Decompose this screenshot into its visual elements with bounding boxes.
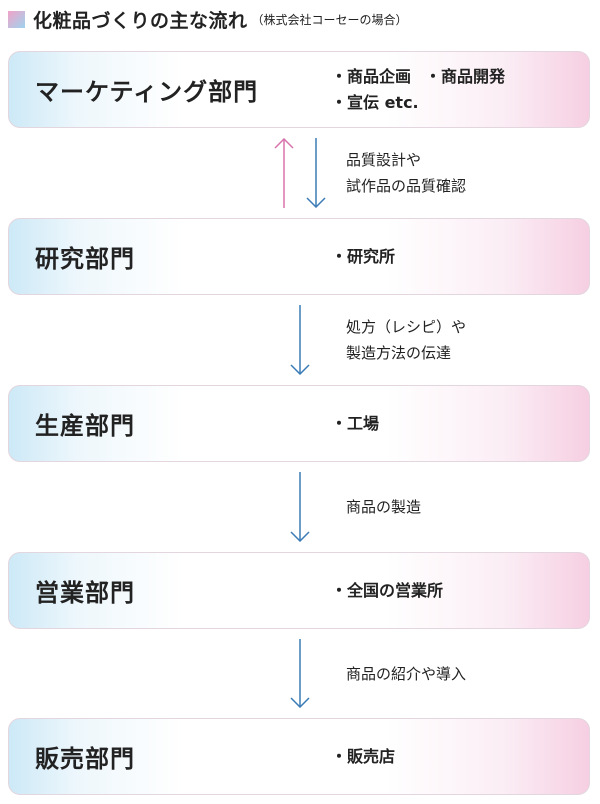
department-items: ・研究所 bbox=[331, 219, 409, 294]
department-box: 研究部門 ・研究所 bbox=[8, 218, 590, 295]
department-name: 研究部門 bbox=[35, 245, 135, 273]
down-arrow-icon bbox=[290, 472, 310, 542]
department-item: ・全国の営業所 bbox=[331, 580, 444, 600]
up-arrow-icon bbox=[274, 138, 294, 208]
down-arrow-icon bbox=[306, 138, 326, 208]
department-items: ・商品企画・商品開発・宣伝 etc. bbox=[331, 52, 519, 127]
flow-note-line: 処方（レシピ）や bbox=[346, 318, 467, 336]
department-box: 生産部門 ・工場 bbox=[8, 385, 590, 462]
department-item: ・宣伝 etc. bbox=[331, 92, 419, 112]
diagram-title: 化粧品づくりの主な流れ （株式会社コーセーの場合） bbox=[8, 6, 408, 33]
department-box: 販売部門 ・販売店 bbox=[8, 718, 590, 795]
flow-note: 品質設計や試作品の品質確認 bbox=[346, 147, 466, 199]
department-name: 営業部門 bbox=[35, 579, 135, 607]
flow-note-line: 品質設計や bbox=[346, 151, 422, 169]
department-name: 販売部門 bbox=[35, 745, 135, 773]
flow-note-line: 商品の製造 bbox=[346, 498, 422, 516]
flow-note: 商品の製造 bbox=[346, 494, 421, 520]
department-item: ・販売店 bbox=[331, 746, 396, 766]
down-arrow-icon bbox=[290, 639, 310, 708]
department-items: ・工場 bbox=[331, 386, 393, 461]
title-sub: （株式会社コーセーの場合） bbox=[251, 13, 408, 27]
flow-note-line: 試作品の品質確認 bbox=[346, 177, 467, 195]
title-main: 化粧品づくりの主な流れ bbox=[33, 10, 248, 32]
department-item: ・商品開発 bbox=[425, 66, 506, 86]
department-name: マーケティング部門 bbox=[35, 78, 259, 106]
department-item: ・工場 bbox=[331, 413, 380, 433]
department-item: ・商品企画 bbox=[331, 66, 412, 86]
department-box: マーケティング部門 ・商品企画・商品開発・宣伝 etc. bbox=[8, 51, 590, 128]
department-items: ・販売店 bbox=[331, 719, 409, 794]
flow-note: 商品の紹介や導入 bbox=[346, 661, 466, 687]
department-items: ・全国の営業所 bbox=[331, 553, 457, 628]
flow-note-line: 商品の紹介や導入 bbox=[346, 664, 467, 683]
flow-note: 処方（レシピ）や製造方法の伝達 bbox=[346, 314, 466, 366]
department-name: 生産部門 bbox=[35, 412, 135, 440]
title-marker-icon bbox=[8, 11, 25, 28]
department-item: ・研究所 bbox=[331, 246, 396, 266]
flow-note-line: 製造方法の伝達 bbox=[346, 344, 452, 362]
down-arrow-icon bbox=[290, 305, 310, 375]
department-box: 営業部門 ・全国の営業所 bbox=[8, 552, 590, 629]
